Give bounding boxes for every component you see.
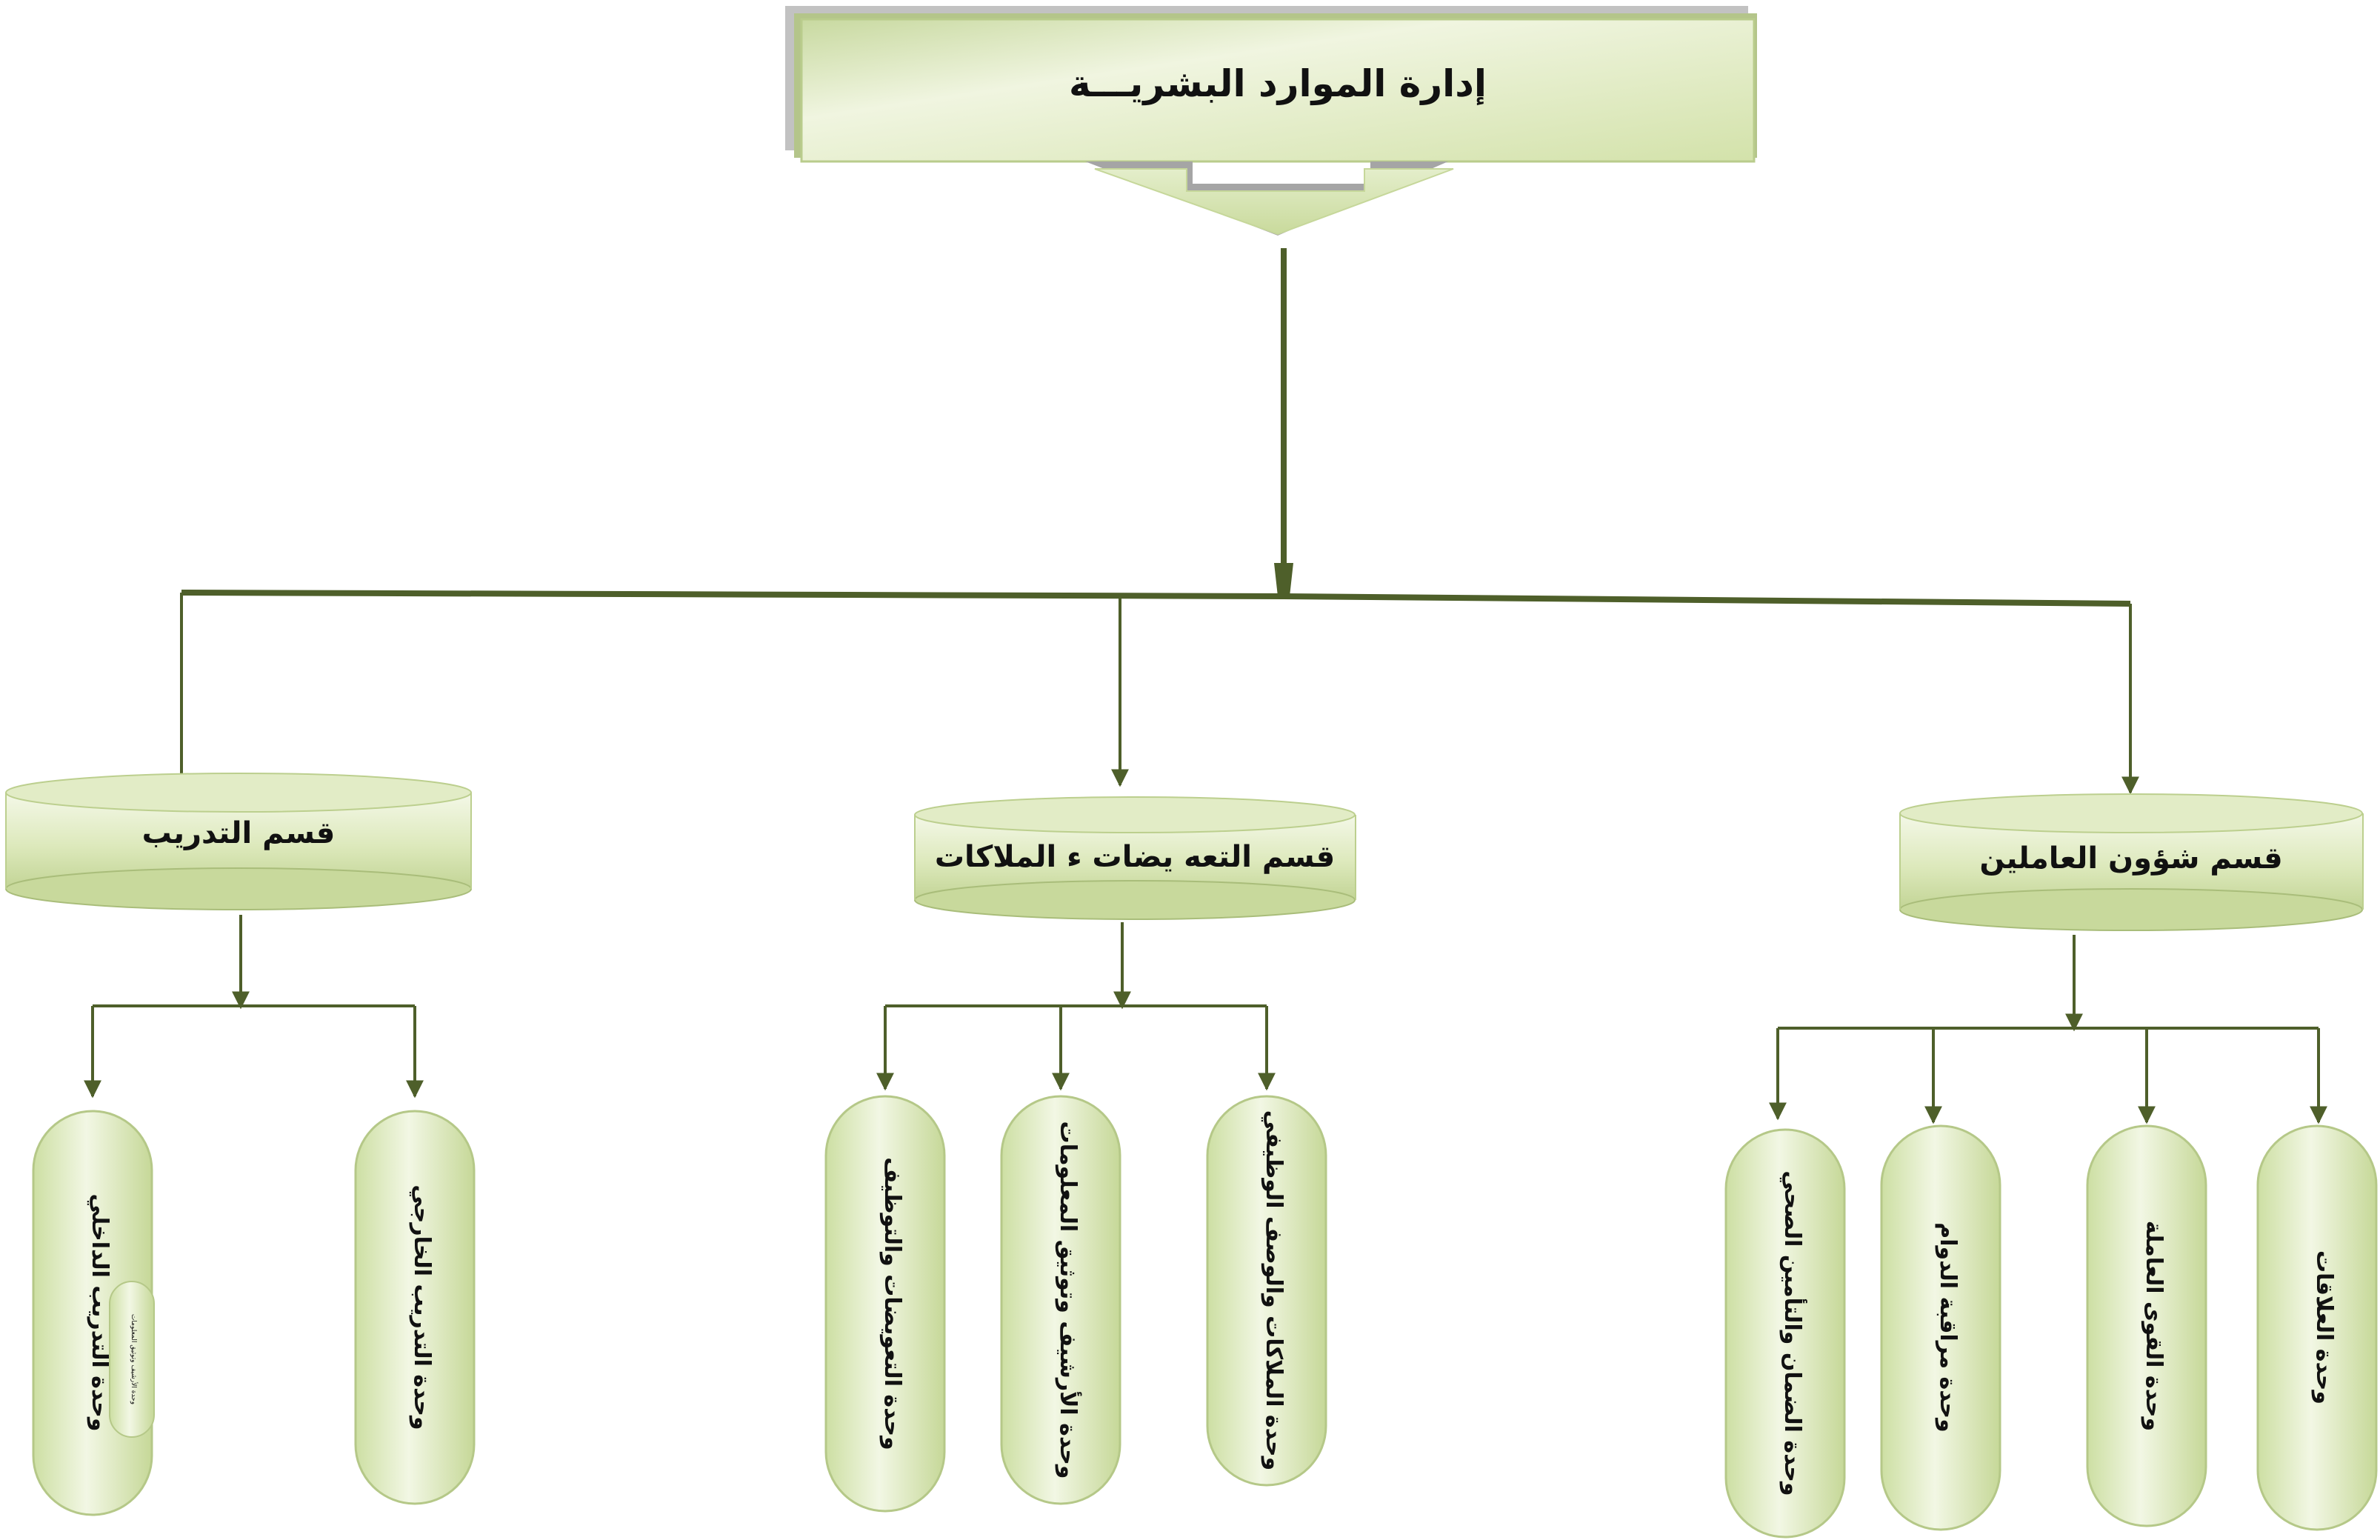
dept-title: قسم شؤون العاملين [1979,841,2282,876]
dept-top [5,773,472,813]
unit-label: وحدة التدريب الخارجي [409,1184,435,1430]
dept-bottom [914,880,1356,920]
unit-label: وحدة العلاقات [2311,1250,2337,1404]
unit-training-internal: وحدة التدريب الداخلي وحدة الأرشيف وتوثيق… [32,1110,155,1516]
main-connector-bar [181,590,2131,607]
top-down-arrow [1085,161,1454,236]
dept-title: قسم التدريب [142,816,336,850]
unit-compensation-archive: وحدة الأرشيف وتوثيق المعلومات [1000,1095,1121,1505]
unit-label: وحدة القوى العاملة [2141,1221,2167,1431]
dept-bottom [5,867,472,910]
arrow-shape [1094,168,1454,236]
dept-compensation: قسم التعه يضات ء الملاكات [914,796,1356,920]
trunk-arrow-tip [1274,563,1293,596]
dept-top [1899,793,2363,833]
unit-label: وحدة التعويضات والتوظيف [879,1157,905,1450]
connectors-compensation [876,922,1276,1091]
dept-personnel: قسم شؤون العاملين [1899,793,2364,931]
unit-personnel-relations: وحدة العلاقات [2256,1124,2378,1531]
connectors-personnel [1769,935,2327,1124]
unit-training-external: وحدة التدريب الخارجي [354,1110,476,1505]
unit-label: وحدة مراقبة الدوام [1935,1222,1961,1433]
top-title: إدارة الموارد البشريـــة [1069,62,1487,106]
unit-overlay-bubble: وحدة الأرشيف وتوثيق المعلومات [109,1281,155,1438]
unit-label: وحدة الملاكات والوصف الوظيفي [1261,1110,1287,1470]
unit-personnel-attendance: وحدة مراقبة الدوام [1880,1124,2001,1531]
unit-compensation-hiring: وحدة التعويضات والتوظيف [824,1095,946,1513]
dept-training: قسم التدريب [5,773,472,910]
top-node: إدارة الموارد البشريـــة [785,6,1757,163]
dept-bottom [1899,888,2363,931]
unit-label: وحدة التدريب الداخلي [87,1194,113,1432]
unit-label: وحدة الضمان والتأمين الصحي [1779,1170,1807,1496]
unit-compensation-staffing: وحدة الملاكات والوصف الوظيفي [1206,1095,1327,1487]
top-box [800,18,1756,163]
unit-personnel-insurance: وحدة الضمان والتأمين الصحي [1724,1128,1846,1539]
unit-overlay-label: وحدة الأرشيف وتوثيق المعلومات [130,1314,139,1404]
dept-title: قسم التعه يضات ء الملاكات [935,840,1335,874]
unit-label: وحدة الأرشيف وتوثيق المعلومات [1055,1121,1082,1479]
connectors-training [84,915,424,1099]
dept-top [914,796,1356,833]
unit-personnel-workforce: وحدة القوى العاملة [2086,1124,2207,1527]
